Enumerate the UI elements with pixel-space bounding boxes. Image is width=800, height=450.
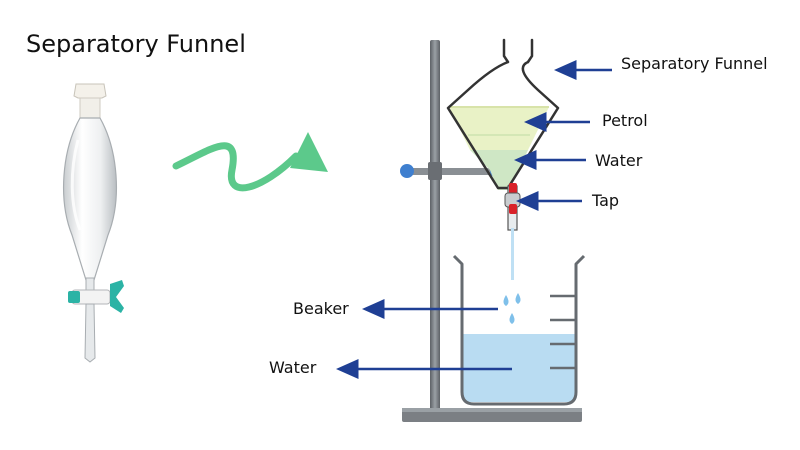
- funnel-petrol-layer: [449, 107, 549, 150]
- retort-stand: [400, 40, 582, 422]
- label-tap: Tap: [592, 191, 620, 210]
- page-title: Separatory Funnel: [26, 30, 246, 58]
- label-separatory-funnel: Separatory Funnel: [621, 54, 768, 73]
- label-water-upper: Water: [595, 151, 643, 170]
- funnel-outline: [446, 60, 560, 190]
- tap-handle-red: [509, 183, 517, 195]
- glass-funnel-photo: [62, 83, 124, 363]
- stand-rod: [430, 40, 440, 412]
- funnel-neck: [502, 38, 534, 64]
- clamp-knob-left: [400, 164, 414, 178]
- curved-transition-arrow: [172, 132, 328, 192]
- droplet: [515, 293, 521, 304]
- stopcock-teal-end: [68, 291, 80, 303]
- label-water-lower: Water: [269, 358, 317, 377]
- label-beaker: Beaker: [293, 299, 349, 318]
- diagram-funnel: [446, 38, 560, 324]
- beaker-outline: [452, 254, 586, 406]
- funnel-stopper: [73, 83, 107, 99]
- stopcock-teal-handle: [110, 280, 124, 313]
- funnel-glass-highlight: [70, 139, 82, 231]
- leader-arrows: [336, 60, 612, 379]
- beaker-water: [462, 334, 576, 402]
- funnel-stopper-neck: [79, 97, 101, 119]
- tap-handle-red-lower: [509, 204, 517, 214]
- stand-base-top: [402, 408, 582, 412]
- drip-stream: [511, 228, 514, 280]
- label-petrol: Petrol: [602, 111, 648, 130]
- beaker: [452, 254, 586, 406]
- clamp-boss: [428, 162, 442, 180]
- funnel-lower-stem: [84, 303, 96, 363]
- droplet: [509, 313, 515, 324]
- droplet: [503, 295, 509, 306]
